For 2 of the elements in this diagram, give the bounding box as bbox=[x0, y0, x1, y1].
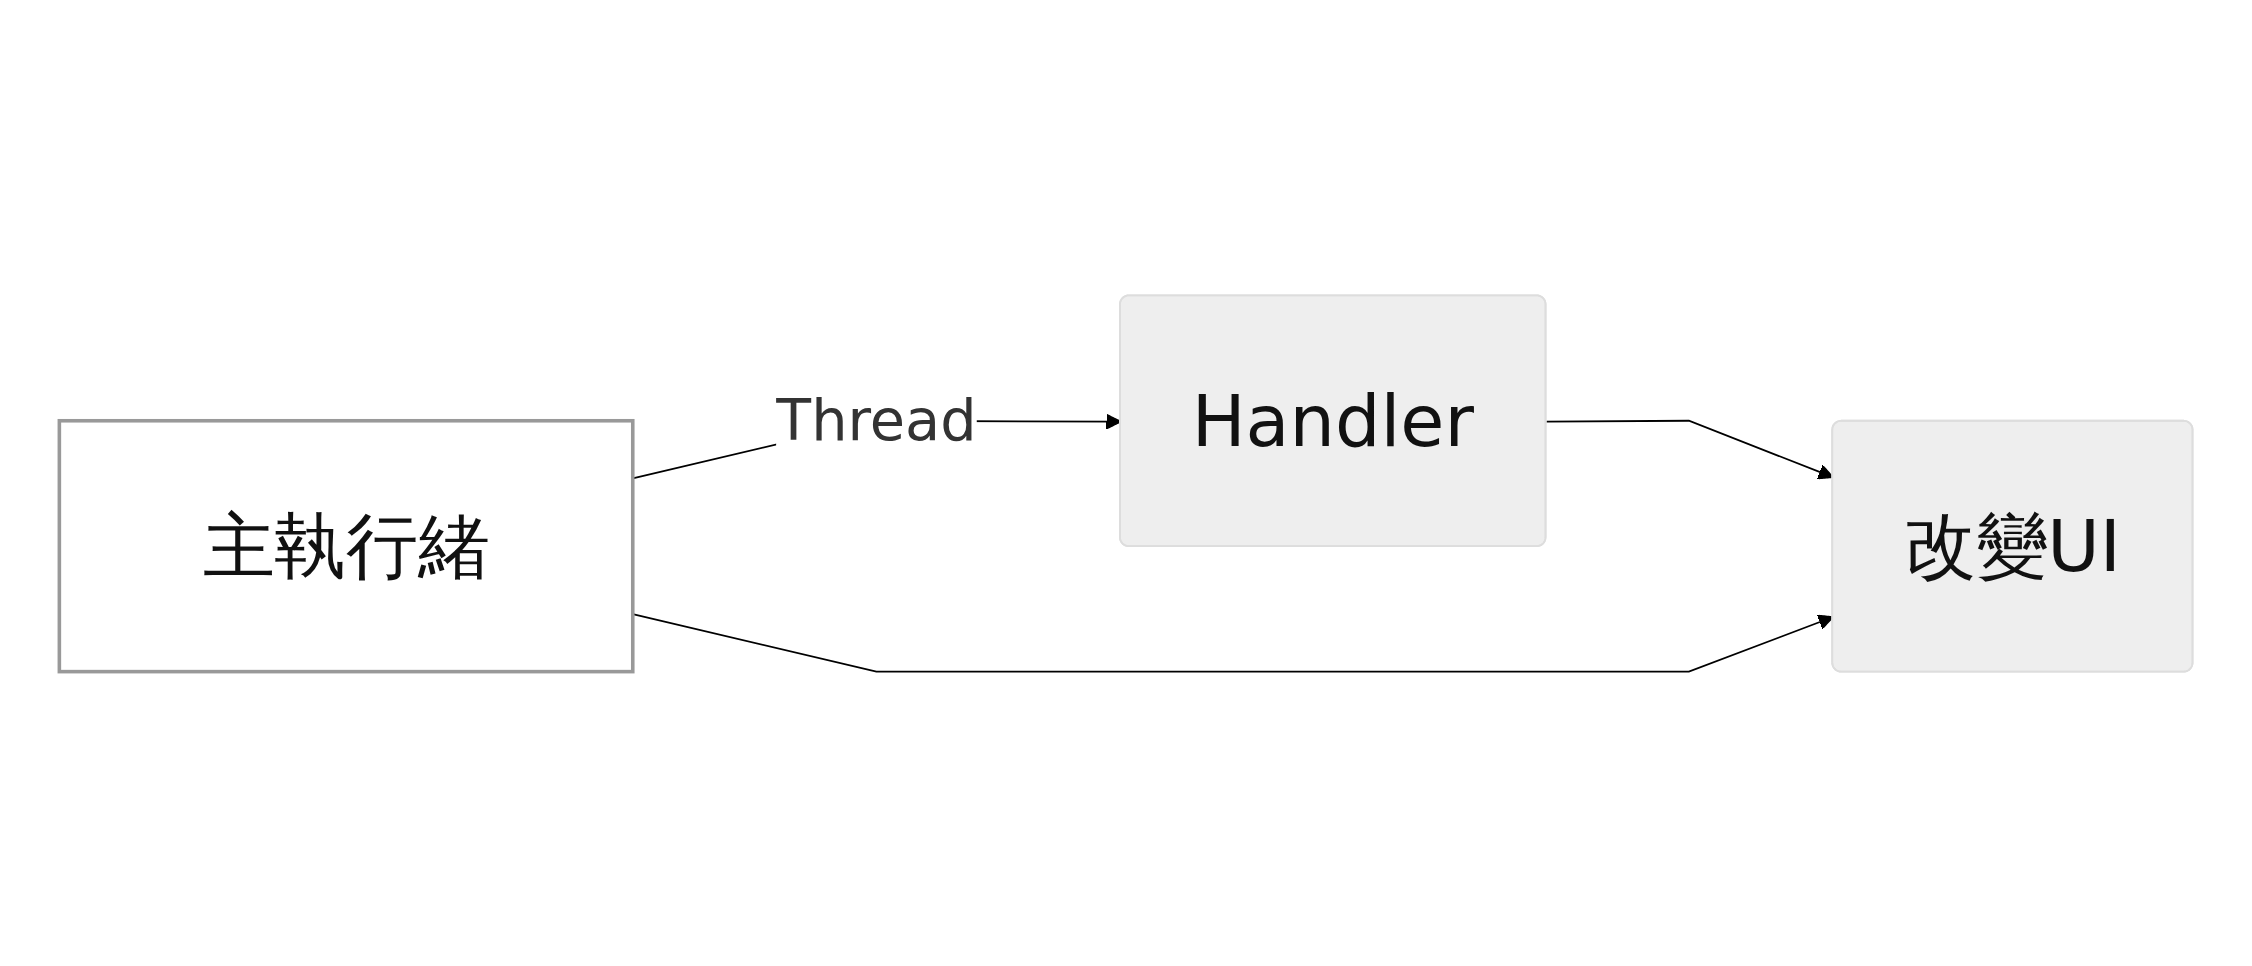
edge-label: Thread bbox=[776, 386, 977, 455]
node-box: 主執行緒 bbox=[57, 418, 635, 673]
